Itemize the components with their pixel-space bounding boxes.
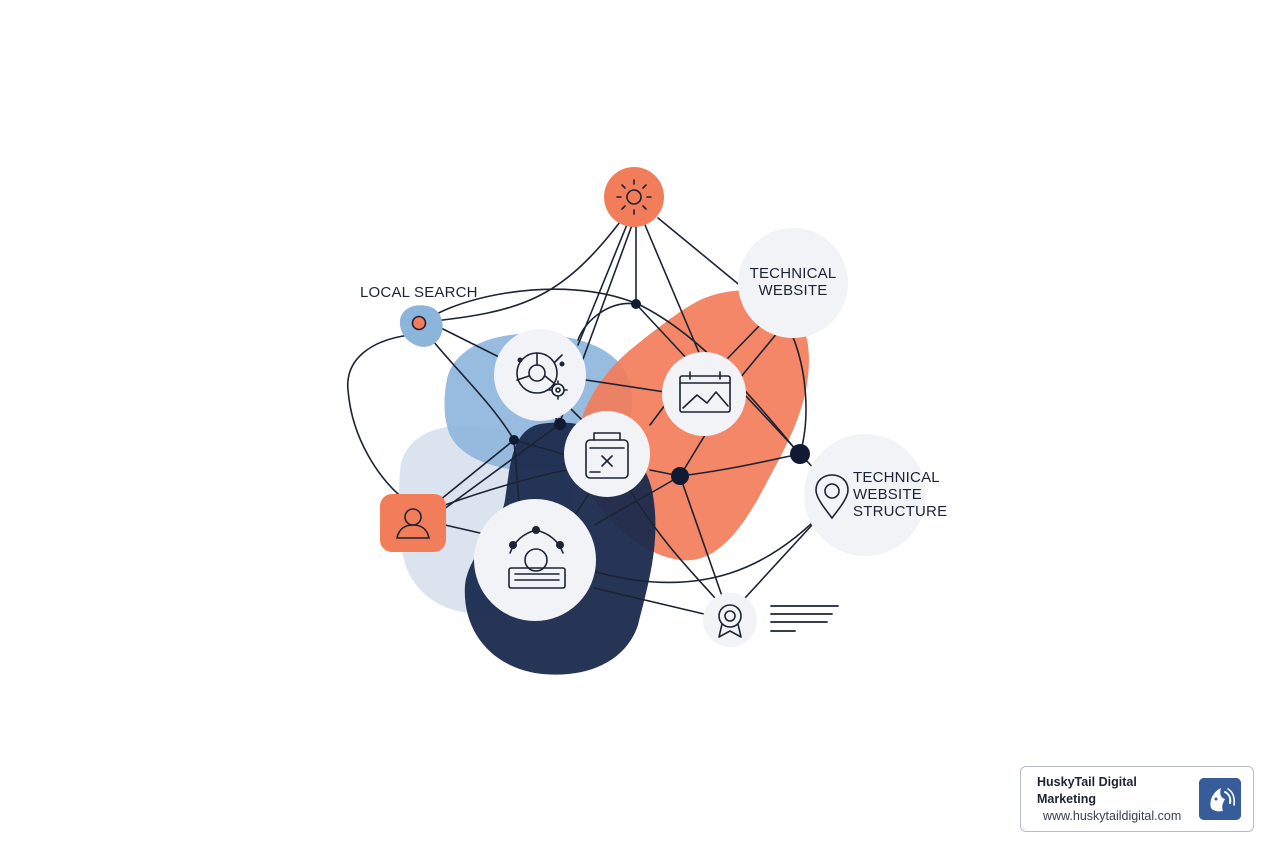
link-user-tool: [444, 469, 571, 506]
junction-dot: [509, 435, 519, 445]
link-technical-bigdot: [789, 329, 807, 455]
husky-logo-icon: [1199, 778, 1241, 820]
link-dot1-tool: [513, 439, 567, 456]
text-lines: [770, 605, 839, 632]
local-search-node: [399, 305, 443, 347]
technical-website-structure-label: TECHNICAL WEBSITE STRUCTURE: [853, 469, 947, 520]
checklist-icon: [585, 432, 629, 479]
map-pin-icon: [815, 474, 849, 520]
link-badge-pin: [744, 524, 813, 599]
link-local-user: [347, 334, 411, 501]
brand-name: HuskyTail Digital Marketing: [1037, 774, 1137, 806]
technical-website-structure-circle: [804, 434, 926, 556]
tool-node: [564, 411, 650, 497]
link-analytics-image: [585, 379, 666, 393]
technical-website-line: TECHNICAL: [749, 265, 837, 282]
chart-gear-icon: [516, 352, 568, 400]
network-node: [474, 499, 596, 621]
link-tool-badge: [629, 489, 716, 599]
link-image-bigdot: [744, 394, 801, 455]
junction-dots: [509, 299, 810, 485]
structure-line: TECHNICAL: [853, 469, 940, 486]
link-dot3-badge: [679, 475, 723, 597]
link-network-arc: [595, 504, 831, 584]
link-top-technical: [657, 217, 749, 293]
link-dot3-bigdot: [679, 453, 801, 477]
link-local-top: [424, 221, 621, 323]
link-dot2-image: [635, 303, 691, 363]
link-network-badge: [593, 587, 705, 615]
technical-website-circle: [738, 228, 848, 338]
image-node: [662, 352, 746, 436]
link-tool-network: [574, 491, 591, 516]
technical-website-line: WEBSITE: [758, 282, 828, 299]
badge-node: [703, 593, 839, 647]
location-dot-icon: [411, 315, 427, 331]
award-badge-icon: [718, 604, 742, 638]
sun-icon: [616, 179, 652, 215]
link-user-network: [444, 524, 481, 534]
analytics-node: [494, 329, 586, 421]
image-frame-icon: [679, 371, 731, 413]
junction-dot: [631, 299, 641, 309]
link-dot2-analytics: [577, 302, 637, 341]
brand-card[interactable]: HuskyTail Digital Marketing www.huskytai…: [1020, 766, 1254, 832]
brand-text: HuskyTail Digital Marketing www.huskytai…: [1021, 774, 1199, 825]
junction-dot: [554, 418, 566, 430]
sun-node: [604, 167, 664, 227]
user-icon: [396, 508, 430, 539]
link-technical-image2: [739, 331, 779, 379]
technical-website-label: TECHNICAL WEBSITE: [741, 265, 845, 299]
user-node: [380, 494, 446, 552]
link-dot3-network: [594, 475, 681, 526]
link-image-tool: [649, 404, 666, 426]
link-technical-image1: [727, 324, 761, 359]
local-search-label: LOCAL SEARCH: [360, 284, 478, 301]
junction-dot: [671, 467, 689, 485]
link-dot1-user: [439, 439, 515, 501]
link-top-image: [644, 224, 701, 356]
brand-url[interactable]: www.huskytaildigital.com: [1043, 808, 1182, 823]
link-dot4-user: [439, 423, 561, 513]
structure-line: WEBSITE: [853, 486, 922, 503]
junction-dot: [790, 444, 810, 464]
structure-line: STRUCTURE: [853, 503, 948, 520]
